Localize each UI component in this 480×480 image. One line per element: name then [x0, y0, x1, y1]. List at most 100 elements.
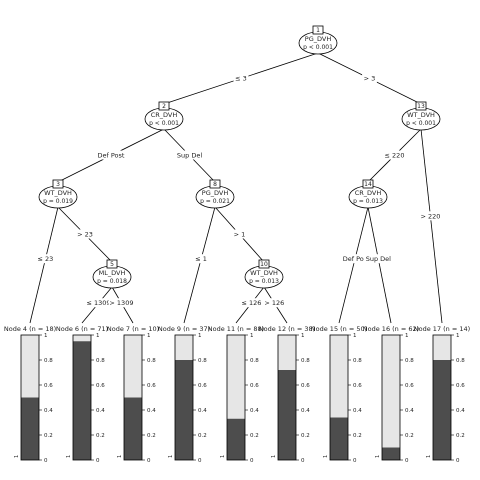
- category-label: 1: [375, 455, 381, 458]
- terminal-title: Node 15 (n = 50): [311, 325, 367, 333]
- bar-segment-dark: [175, 360, 193, 460]
- edge-label: ≤ 126: [241, 299, 261, 307]
- axis-tick-label: 0.8: [44, 358, 53, 364]
- bar-segment-dark: [278, 370, 296, 460]
- axis-tick-label: 0.2: [250, 433, 259, 439]
- node-p-value: p = 0.018: [97, 278, 127, 285]
- category-label: 1: [323, 455, 329, 458]
- axis-tick-label: 0: [405, 458, 409, 464]
- axis-tick-label: 1: [456, 333, 460, 339]
- axis-tick-label: 0.6: [405, 383, 414, 389]
- category-label: 1: [220, 455, 226, 458]
- bar-segment-dark: [73, 341, 91, 460]
- category-label: 1: [168, 455, 174, 458]
- axis-tick-label: 0.8: [250, 358, 259, 364]
- node-variable: PG_DVH: [305, 35, 332, 43]
- node-variable: WT_DVH: [407, 111, 435, 119]
- axis-tick-label: 0.2: [456, 433, 465, 439]
- axis-tick-label: 0.4: [44, 408, 53, 414]
- terminal-title: Node 17 (n = 14): [414, 325, 470, 333]
- bar-segment-light: [227, 335, 245, 419]
- axis-tick-label: 0.8: [147, 358, 156, 364]
- node-p-value: p = 0.013: [249, 278, 279, 285]
- terminal-title: Node 7 (n = 10): [107, 325, 159, 333]
- terminal-node-9: Node 9 (n = 37)00.20.40.60.811: [158, 325, 210, 464]
- axis-tick-label: 1: [44, 333, 48, 339]
- axis-tick-label: 0: [147, 458, 151, 464]
- axis-tick-label: 0.6: [96, 383, 105, 389]
- category-label: 1: [271, 455, 277, 458]
- axis-tick-label: 1: [250, 333, 254, 339]
- terminal-title: Node 4 (n = 18): [4, 325, 56, 333]
- node-id: 5: [110, 261, 114, 268]
- edge-label: Def Pos: [343, 255, 368, 263]
- bar-frame: [20, 334, 40, 461]
- node-p-value: p < 0.001: [406, 120, 436, 127]
- axis-tick-label: 1: [96, 333, 100, 339]
- axis-tick-label: 0.2: [301, 433, 310, 439]
- node-variable: ML_DVH: [99, 269, 126, 277]
- terminal-node-6: Node 6 (n = 71)00.20.40.60.811: [56, 325, 108, 464]
- axis-tick-label: 0.8: [96, 358, 105, 364]
- bar-segment-light: [433, 335, 451, 360]
- axis-tick-label: 0.4: [147, 408, 156, 414]
- node-p-value: p = 0.013: [353, 198, 383, 205]
- edge-label: > 1: [234, 231, 246, 239]
- node-id: 13: [417, 103, 425, 110]
- bar-segment-light: [73, 335, 91, 342]
- bar-frame: [381, 334, 401, 461]
- axis-tick-label: 0.4: [96, 408, 105, 414]
- node-id: 2: [162, 103, 166, 110]
- axis-tick-label: 0.2: [147, 433, 156, 439]
- edge-label: Sup Del: [366, 255, 391, 263]
- axis-tick-label: 1: [301, 333, 305, 339]
- edge-13-17: [420, 128, 443, 324]
- axis-tick-label: 0.6: [456, 383, 465, 389]
- edge-label: > 126: [264, 299, 284, 307]
- node-id: 10: [260, 261, 268, 268]
- axis-tick-label: 0.2: [198, 433, 207, 439]
- edge-label: > 23: [77, 231, 93, 239]
- edge-label: > 3: [364, 75, 376, 83]
- axis-tick-label: 0.2: [405, 433, 414, 439]
- bar-frame: [277, 334, 297, 461]
- category-label: 1: [14, 455, 20, 458]
- terminal-node-17: Node 17 (n = 14)00.20.40.60.811: [414, 325, 470, 464]
- node-variable: WT_DVH: [44, 189, 72, 197]
- bar-frame: [226, 334, 246, 461]
- bar-segment-light: [175, 335, 193, 360]
- axis-tick-label: 0.4: [456, 408, 465, 414]
- edge-label: ≤ 3: [235, 75, 247, 83]
- edge-label: ≤ 220: [385, 152, 405, 160]
- axis-tick-label: 0.8: [405, 358, 414, 364]
- axis-tick-label: 1: [147, 333, 151, 339]
- node-id: 1: [316, 27, 320, 34]
- bar-segment-dark: [124, 397, 142, 460]
- bar-frame: [123, 334, 143, 461]
- axis-tick-label: 0.2: [44, 433, 53, 439]
- node-p-value: p < 0.001: [149, 120, 179, 127]
- axis-tick-label: 0.4: [405, 408, 414, 414]
- node-id: 3: [56, 181, 60, 188]
- edge-label: Def Post: [98, 152, 125, 160]
- axis-tick-label: 0.6: [44, 383, 53, 389]
- terminal-node-15: Node 15 (n = 50)00.20.40.60.811: [311, 325, 367, 464]
- edge-14-15: [338, 206, 369, 324]
- bar-segment-light: [21, 335, 39, 398]
- node-p-value: p = 0.021: [200, 198, 230, 205]
- edge-8-9: [183, 206, 216, 324]
- bar-segment-dark: [330, 417, 348, 460]
- edge-14-16: [367, 206, 392, 324]
- terminal-title: Node 6 (n = 71): [56, 325, 108, 333]
- node-variable: PG_DVH: [202, 189, 229, 197]
- bar-segment-dark: [433, 360, 451, 460]
- axis-tick-label: 0: [456, 458, 460, 464]
- node-p-value: p = 0.019: [43, 198, 73, 205]
- axis-tick-label: 1: [405, 333, 409, 339]
- axis-tick-label: 0: [44, 458, 48, 464]
